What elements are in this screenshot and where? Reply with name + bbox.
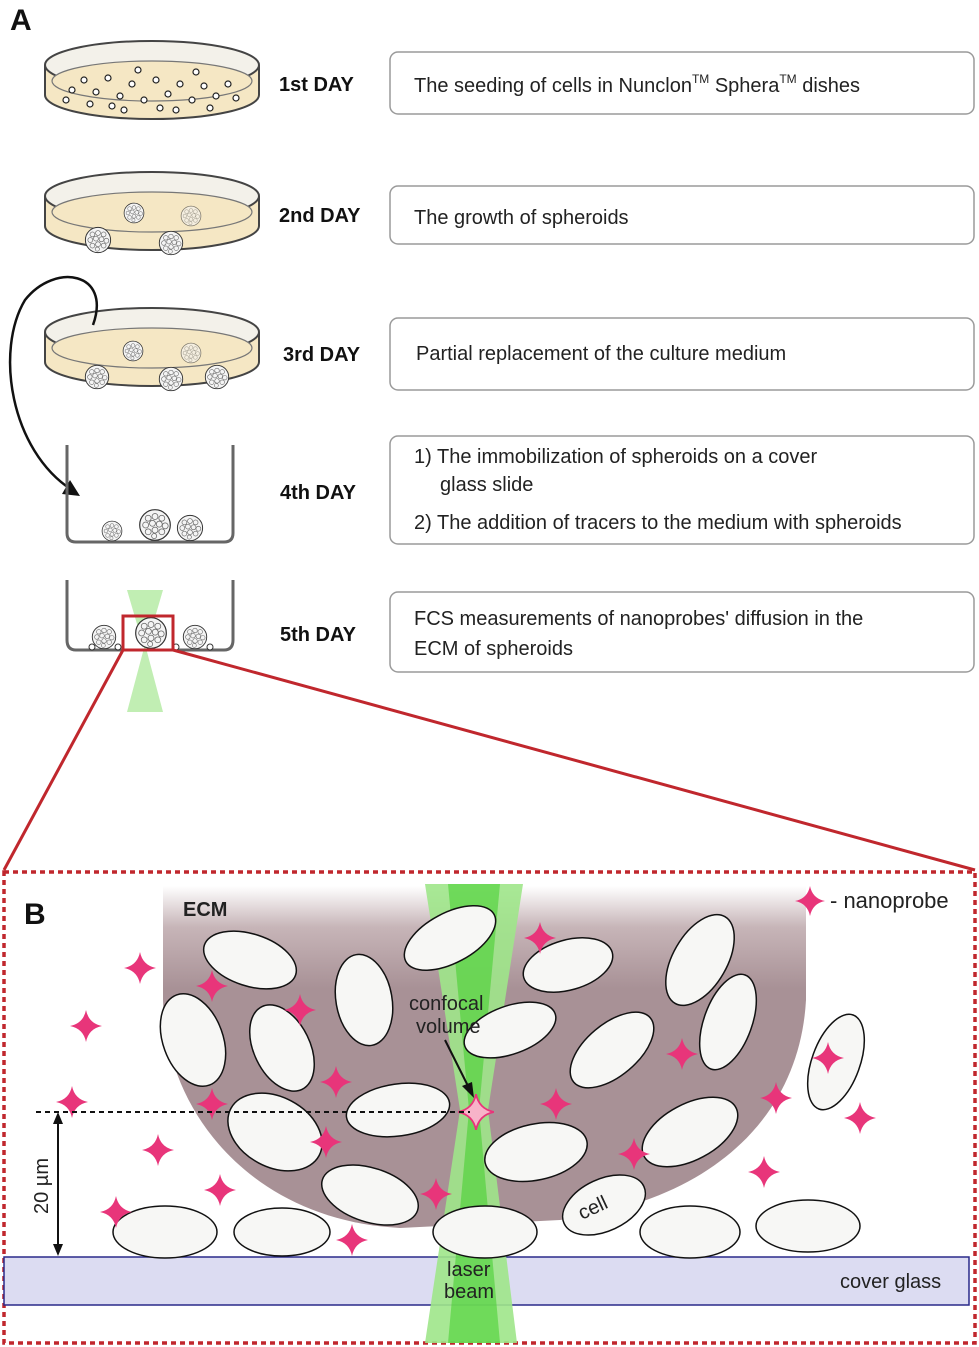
scale-bar-arrow-top	[53, 1112, 63, 1124]
cell	[755, 1199, 861, 1253]
cell	[112, 1205, 218, 1259]
cell	[249, 1004, 315, 1092]
cell	[522, 937, 614, 993]
day-label-5: 5th DAY	[280, 624, 357, 646]
scale-label: 20 µm	[31, 1158, 53, 1214]
panel-b-letter: B	[24, 898, 46, 931]
panel-a-letter: A	[10, 4, 32, 37]
legend-text: - nanoprobe	[830, 888, 949, 913]
day-label-4: 4th DAY	[280, 482, 357, 504]
cell	[641, 1096, 739, 1168]
laser-beam-label-2: beam	[444, 1281, 494, 1303]
cell	[639, 1205, 741, 1259]
confocal-label-2: volume	[416, 1016, 480, 1038]
nanoprobe	[336, 1224, 368, 1256]
petri-dish-day1	[44, 40, 260, 120]
cells	[112, 905, 866, 1259]
cell	[233, 1207, 331, 1257]
cell	[569, 1011, 655, 1089]
laser-beam-label-1: laser	[447, 1259, 491, 1281]
cell	[463, 1001, 557, 1059]
nanoprobe	[142, 1134, 174, 1166]
cell	[320, 1164, 420, 1226]
step-text-4a: 1) The immobilization of spheroids on a …	[414, 446, 818, 468]
step-text-4b: glass slide	[440, 474, 533, 496]
step-box-4	[389, 435, 975, 545]
confocal-pointer-head	[462, 1082, 474, 1098]
step-text-4c: 2) The addition of tracers to the medium…	[414, 512, 902, 534]
step-text-2: The growth of spheroids	[414, 207, 629, 229]
cell	[698, 973, 758, 1071]
step-box-5	[389, 591, 975, 673]
cell	[561, 1174, 647, 1236]
step-text-1: The seeding of cells in NunclonTM Sphera…	[414, 72, 860, 97]
petri-dish-day2	[44, 171, 260, 256]
step-box-1	[389, 51, 975, 115]
cell	[334, 953, 394, 1047]
nanoprobe	[204, 1174, 236, 1206]
ecm-label: ECM	[183, 899, 227, 921]
nanoprobe	[844, 1102, 876, 1134]
petri-dish-day3	[44, 307, 260, 392]
scale-bar-arrow-bottom	[53, 1244, 63, 1256]
step-text-5a: FCS measurements of nanoprobes' diffusio…	[414, 608, 863, 630]
cell	[806, 1013, 866, 1111]
zoom-line-left	[2, 649, 125, 871]
well-day4	[65, 445, 235, 544]
step-box-2	[389, 185, 975, 245]
cell	[432, 1205, 538, 1259]
nanoprobe	[56, 1086, 88, 1118]
well-day5	[65, 580, 235, 712]
step-text-5b: ECM of spheroids	[414, 638, 573, 660]
day-label-1: 1st DAY	[279, 74, 355, 96]
nanoprobe	[124, 952, 156, 984]
day-label-2: 2nd DAY	[279, 205, 361, 227]
zoom-line-right	[172, 648, 976, 872]
nanoprobe	[70, 1010, 102, 1042]
confocal-label-1: confocal	[409, 993, 484, 1015]
nanoprobe	[748, 1156, 780, 1188]
step-box-3	[389, 317, 975, 391]
cell	[484, 1121, 588, 1183]
cell	[345, 1082, 451, 1138]
cell	[403, 905, 497, 971]
transfer-arrowhead	[62, 480, 80, 496]
transfer-arrow	[8, 275, 98, 492]
cell	[159, 992, 227, 1088]
day-label-3: 3rd DAY	[283, 344, 361, 366]
cell	[665, 913, 735, 1007]
step-text-3: Partial replacement of the culture mediu…	[416, 343, 786, 365]
cover-glass-label: cover glass	[840, 1271, 941, 1293]
cell	[202, 930, 298, 990]
confocal-pointer	[444, 1039, 471, 1091]
